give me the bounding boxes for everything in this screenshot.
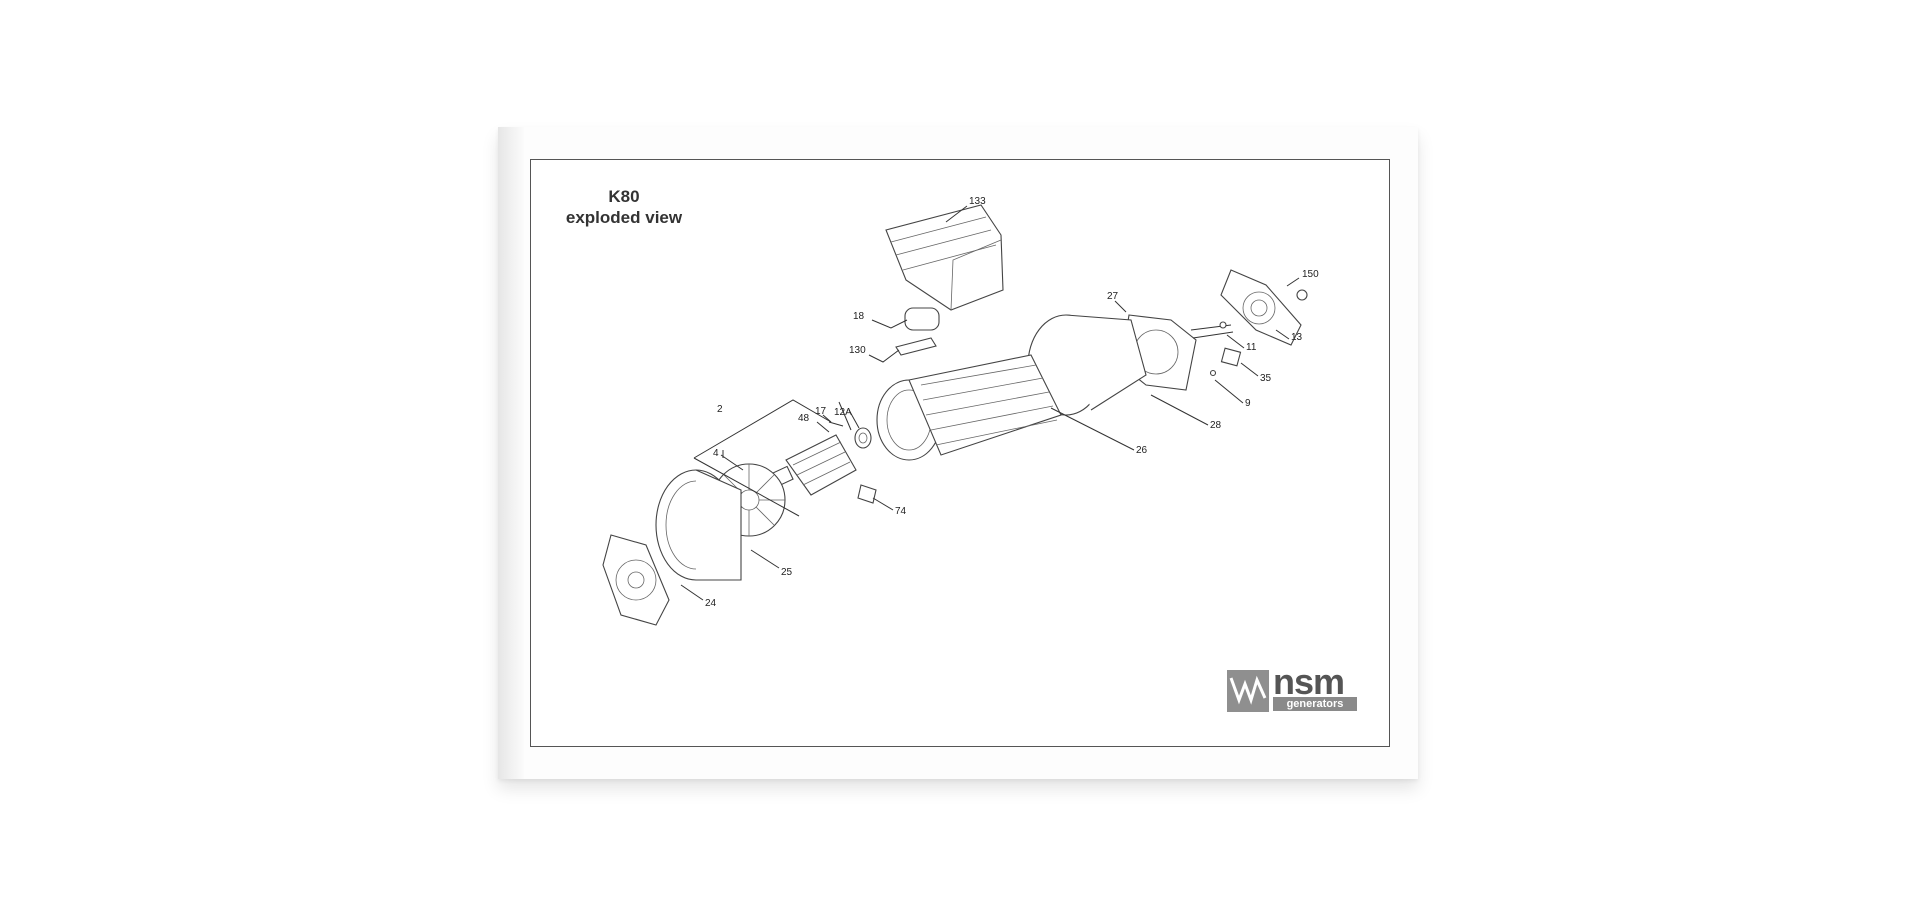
part-25-fan-housing xyxy=(655,469,742,581)
logo-mark-icon xyxy=(1227,670,1269,712)
drawing-frame: K80 exploded view xyxy=(530,159,1390,747)
callout-18: 18 xyxy=(853,311,865,322)
callout-2: 2 xyxy=(717,404,723,415)
part-35-regulator xyxy=(1220,347,1242,367)
callout-9: 9 xyxy=(1245,398,1251,409)
nsm-logo: nsm generators xyxy=(1227,664,1361,716)
diagram-subtitle: exploded view xyxy=(565,208,683,227)
part-12A-bearing xyxy=(854,427,872,449)
callout-labels: 133 150 27 13 18 11 130 35 9 2 28 17 12A… xyxy=(705,196,1319,609)
logo-wordmark: nsm xyxy=(1273,661,1345,702)
part-74-plate xyxy=(857,484,877,504)
callout-27: 27 xyxy=(1107,291,1119,302)
callout-4: 4 xyxy=(713,448,719,459)
callout-24: 24 xyxy=(705,598,717,609)
callout-28: 28 xyxy=(1210,420,1222,431)
callout-25: 25 xyxy=(781,567,793,578)
callout-17: 17 xyxy=(815,406,827,417)
diagram-title: K80 xyxy=(608,187,640,206)
callout-150: 150 xyxy=(1302,269,1319,280)
diagram-title-block: K80 exploded view xyxy=(559,186,689,228)
part-18-capacitor xyxy=(904,307,940,331)
leader-lines xyxy=(680,205,1300,601)
callout-11: 11 xyxy=(1246,342,1257,353)
callout-48: 48 xyxy=(798,413,810,424)
logo-tagline: generators xyxy=(1273,697,1357,711)
callout-130: 130 xyxy=(849,345,866,356)
part-150-washer xyxy=(1296,289,1308,301)
part-130-clamp xyxy=(895,337,937,356)
part-26-stator-frame xyxy=(876,354,1062,461)
callout-35: 35 xyxy=(1260,373,1272,384)
callout-133: 133 xyxy=(969,196,986,207)
part-48-spring xyxy=(816,421,830,433)
exploded-view-drawing: 133 150 27 13 18 11 130 35 9 2 28 17 12A… xyxy=(602,196,1319,626)
callout-74: 74 xyxy=(895,506,907,517)
manual-page: K80 exploded view xyxy=(498,127,1418,779)
part-24-flange xyxy=(602,534,670,626)
part-133-cover xyxy=(885,204,1004,311)
callout-26: 26 xyxy=(1136,445,1148,456)
part-11-bolts xyxy=(1190,321,1234,339)
part-13-end-cover xyxy=(1220,269,1302,346)
part-17-key xyxy=(828,421,844,427)
page-fold-shadow xyxy=(498,127,524,779)
callout-13: 13 xyxy=(1291,332,1303,343)
part-9-screw xyxy=(1209,369,1217,377)
callout-12A: 12A xyxy=(834,407,852,418)
